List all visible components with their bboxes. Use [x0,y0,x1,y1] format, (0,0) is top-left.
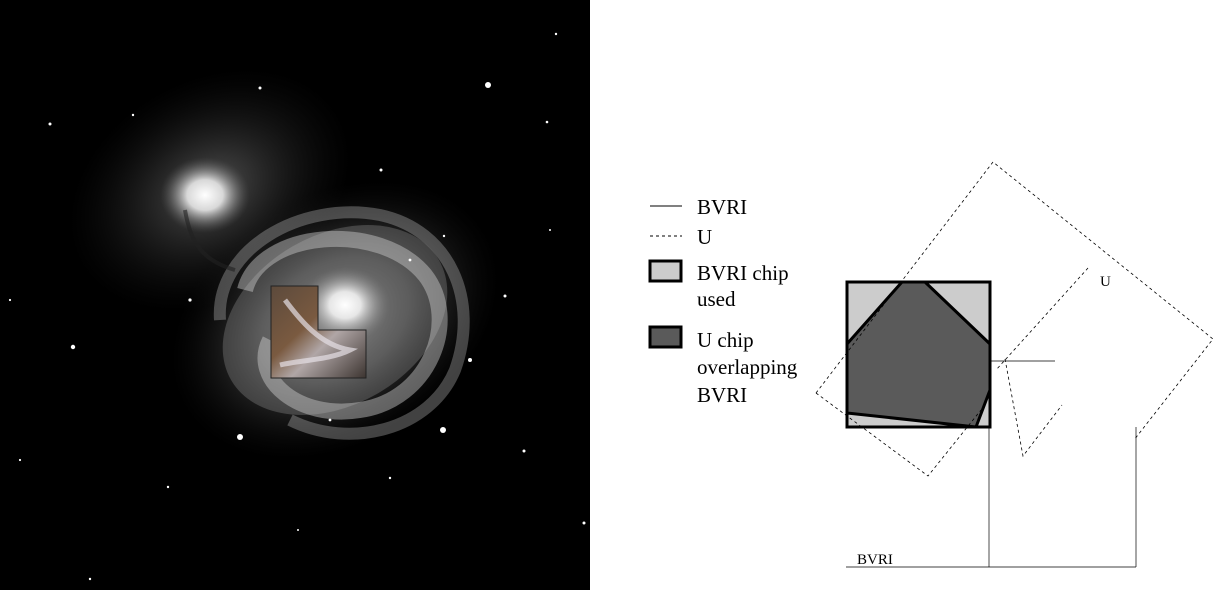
legend-light-label-line1: BVRI chip [697,261,789,285]
bvri-baseline-label: BVRI [857,552,893,568]
legend-light-swatch [648,259,683,283]
galaxy-image [0,0,590,590]
chip-layout-svg: BVRI U BVRI chip used U chip overlapping… [648,161,1214,568]
galaxy-image-svg [0,0,590,590]
legend-dashed-label: U [697,225,712,249]
legend-dark-label-line2: overlapping [697,355,798,379]
legend-light-label-line2: used [697,287,736,311]
chip-layout-diagram: BVRI U BVRI chip used U chip overlapping… [590,0,1214,590]
legend: BVRI U BVRI chip used U chip overlapping… [648,195,798,407]
u-region-label: U [1100,274,1111,290]
bvri-guide-lines [846,360,1137,568]
legend-dark-swatch [648,325,683,349]
legend-dark-label-line3: BVRI [697,383,747,407]
u-chip-overlap [845,280,992,429]
legend-solid-label: BVRI [697,195,747,219]
legend-dark-label-line1: U chip [697,328,754,352]
u-dashed-outline [815,161,1214,477]
